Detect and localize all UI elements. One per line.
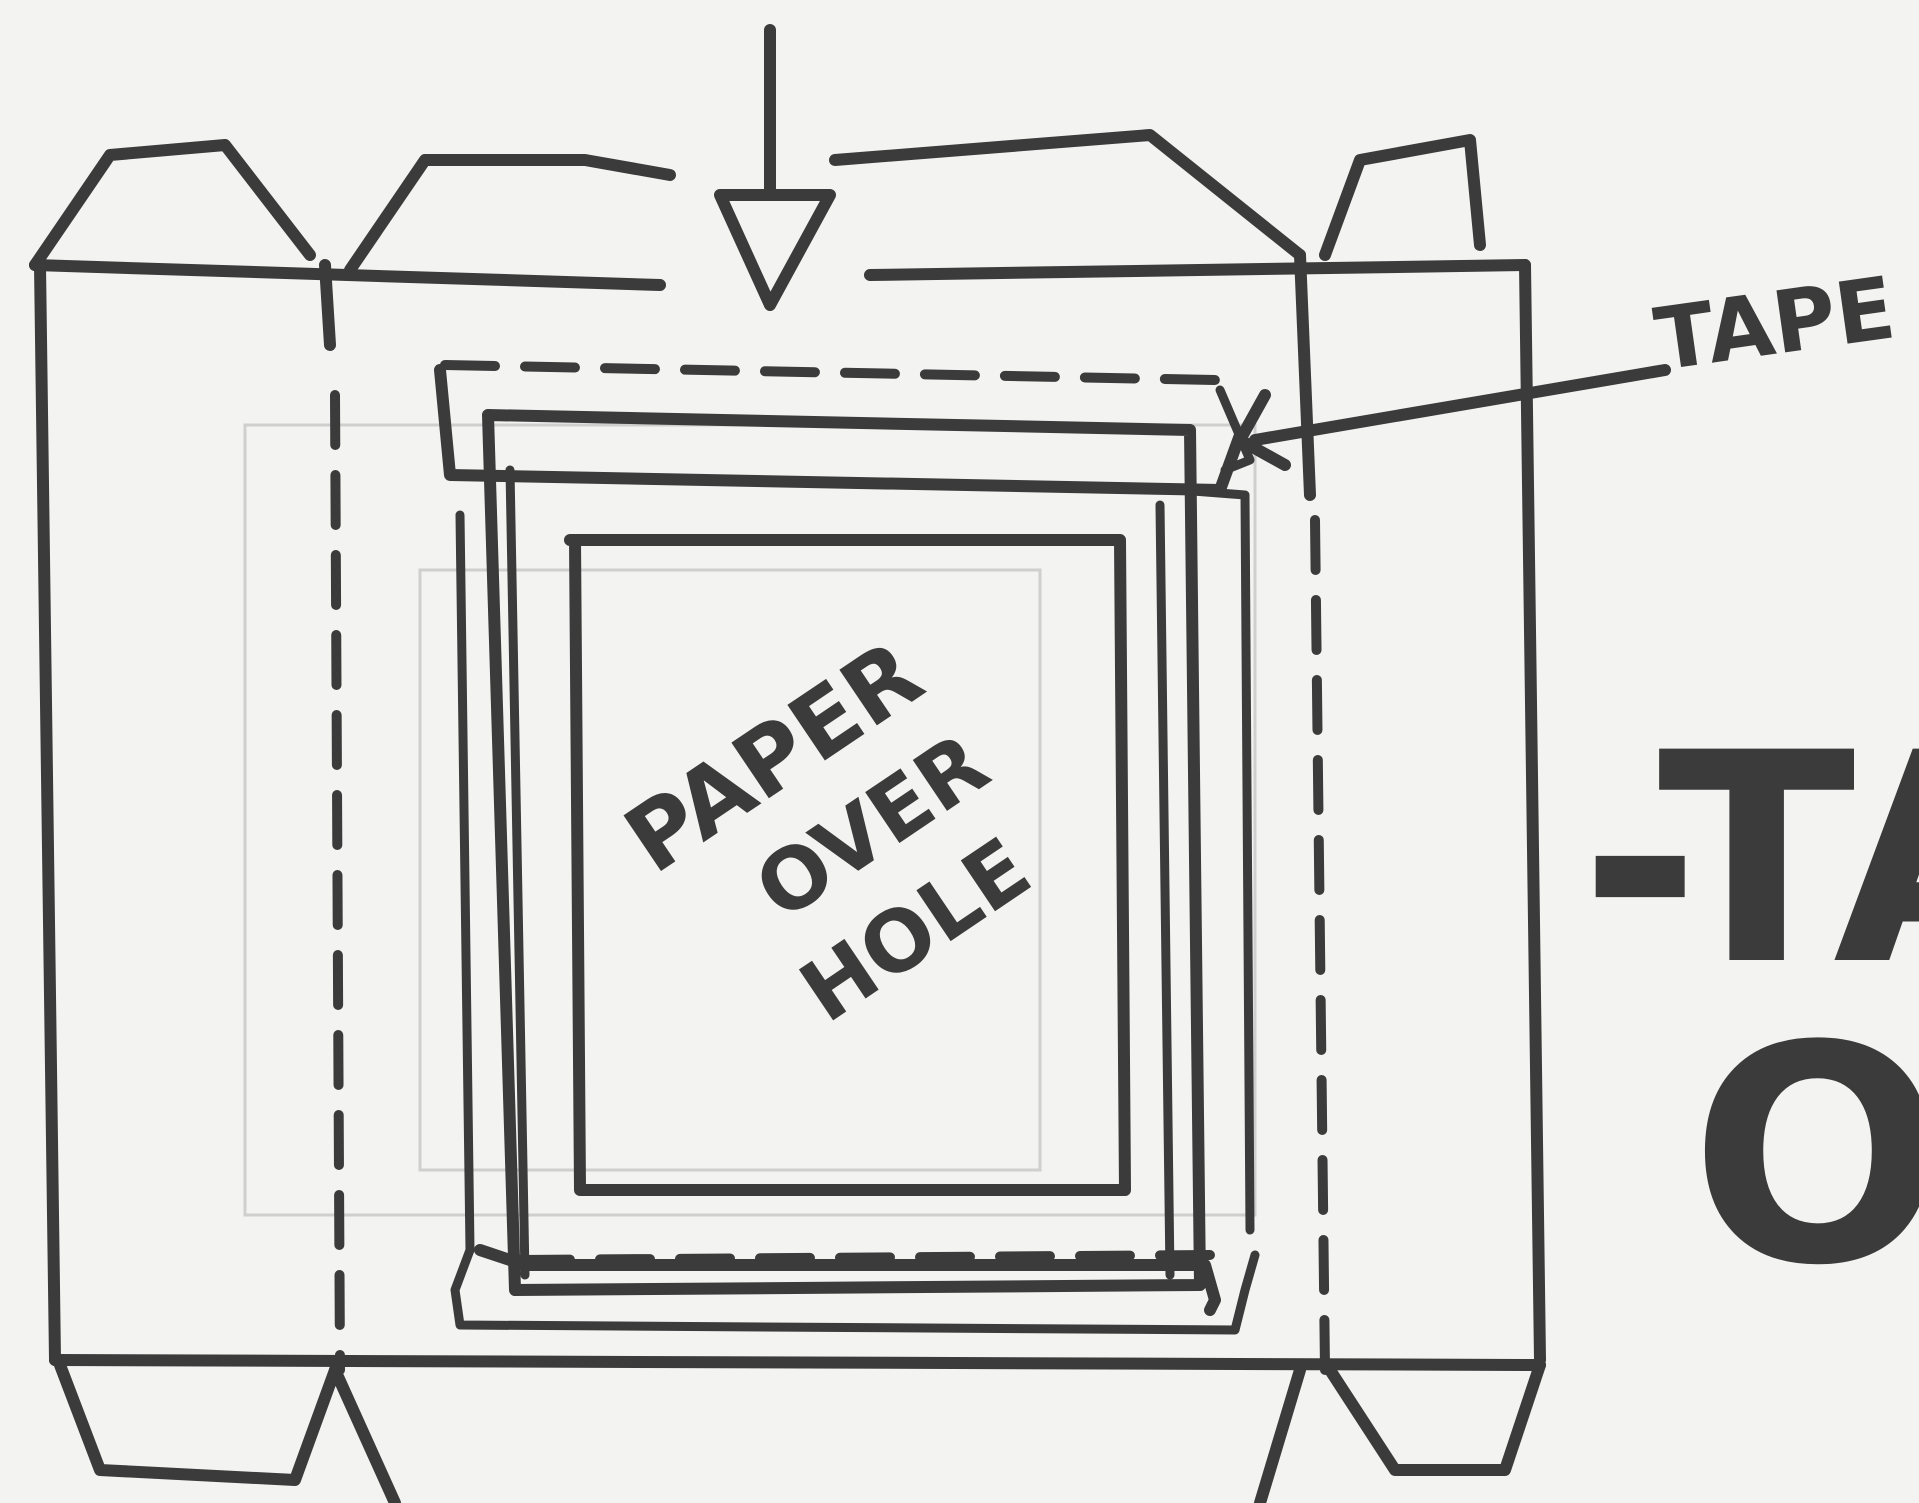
tape-pointer-arrow xyxy=(1220,370,1665,470)
tape-label: TAPE xyxy=(1649,258,1901,390)
top-flaps xyxy=(35,135,1480,270)
paper-over-hole-label: PAPER OVER HOLE xyxy=(606,617,1066,1074)
bottom-flaps xyxy=(55,1360,1540,1503)
down-arrow-icon xyxy=(720,30,830,305)
large-note: -TA O xyxy=(1580,692,1919,1331)
large-note-line-1: -TA xyxy=(1580,692,1919,1029)
large-note-line-2: O xyxy=(1690,982,1919,1331)
